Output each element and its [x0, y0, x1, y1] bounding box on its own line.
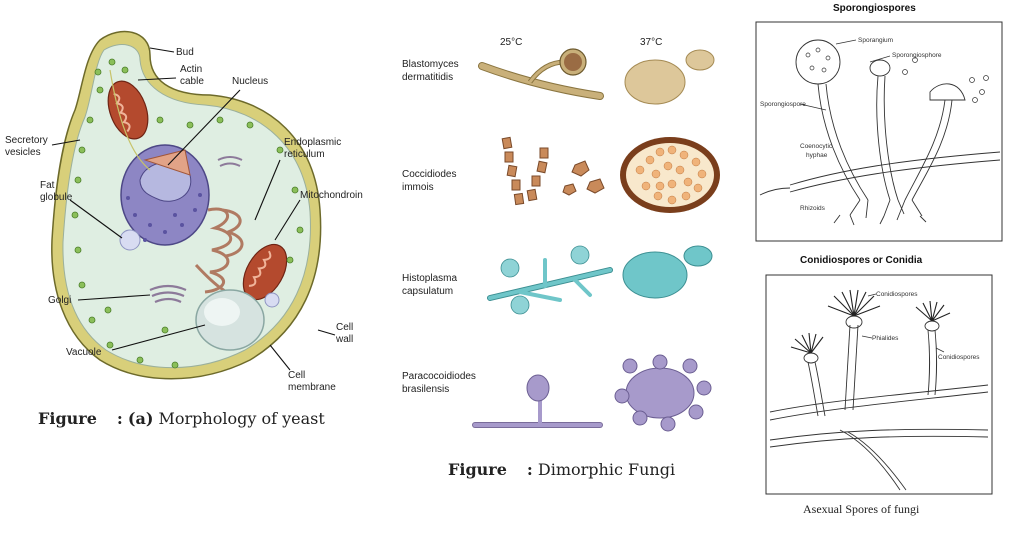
conidio-leader-lines [861, 293, 945, 353]
dimorphic-caption: Figure: Dimorphic Fungi [448, 460, 675, 479]
label-membrane-2: membrane [288, 382, 336, 393]
conidio-drawing [769, 315, 989, 491]
species-1-line-2: dermatitidis [402, 72, 453, 83]
dimorphic-caption-sep: : [526, 460, 533, 479]
yeast-caption: Figure: (a) Morphology of yeast [38, 409, 325, 428]
golgi-apparatus-2 [217, 156, 243, 167]
sporangio-spores [805, 47, 989, 103]
paracoccidioides-yeast [614, 354, 712, 432]
sporangio-drawing [759, 39, 1001, 226]
yeast-caption-text: Morphology of yeast [158, 409, 325, 428]
conidio-frame [765, 274, 993, 495]
coccidioides-mould [501, 136, 605, 206]
yeast-leader-lines [51, 47, 336, 371]
label-golgi: Golgi [48, 295, 71, 306]
coccidioides-spherule [620, 137, 720, 213]
paracoccidioides-mould [472, 374, 603, 428]
actin-cable [109, 69, 151, 171]
species-3-line-1: Histoplasma [402, 273, 457, 284]
nucleus-cutaway [143, 149, 191, 176]
yeast-diagram: Bud Actin cable Nucleus Secretory vesicl… [5, 30, 363, 393]
label-fat-1: Fat [40, 180, 55, 191]
label-conidio-top: Conidiospores [876, 291, 918, 298]
conidia-chains [790, 289, 951, 354]
golgi-apparatus [149, 284, 187, 304]
species-1-line-1: Blastomyces [402, 59, 459, 70]
label-sporangiophore-b: Sporongiospore [760, 101, 806, 108]
histoplasma-mould [487, 245, 613, 315]
label-rhizoids: Rhizoids [800, 205, 826, 212]
species-4-line-1: Paracocoidiodes [402, 371, 476, 382]
dimorphic-caption-prefix: Figure [448, 460, 507, 479]
sporangio-title: Sporongiospores [833, 3, 916, 14]
blastomyces-yeast [624, 49, 715, 105]
label-bud: Bud [176, 47, 194, 58]
label-hyphae-2: hyphae [806, 152, 828, 159]
temp-37: 37°C [640, 37, 662, 48]
yeast-caption-prefix: Figure [38, 409, 97, 428]
label-sporangiophore-a: Sporongiosphore [892, 52, 942, 59]
sporangio-leader-lines [799, 39, 891, 111]
species-2-line-1: Coccidiodes [402, 169, 456, 180]
mitochondrion-top [107, 80, 149, 140]
conidio-title: Conidiospores or Conidia [800, 255, 923, 266]
label-mito: Mitochondroin [300, 190, 363, 201]
label-membrane-1: Cell [288, 370, 305, 381]
yeast-caption-sep: : [116, 409, 123, 428]
label-wall-2: wall [335, 334, 353, 345]
conidiospores-panel: Conidiospores or Conidia [765, 255, 993, 495]
histoplasma-yeast [622, 245, 713, 299]
label-sporangium: Sporangium [858, 37, 893, 44]
dimorphic-caption-text: Dimorphic Fungi [537, 460, 676, 479]
label-conidio-right: Conidiospores [938, 354, 980, 361]
fat-globule [119, 229, 141, 251]
temp-25: 25°C [500, 37, 522, 48]
species-2-line-2: immois [402, 182, 434, 193]
yeast-caption-part: (a) [127, 409, 154, 428]
label-nucleus: Nucleus [232, 76, 268, 87]
label-er-2: reticulum [284, 149, 325, 160]
species-3-line-2: capsulatum [402, 286, 453, 297]
label-phialides: Phialides [872, 335, 899, 342]
label-actin-1: Actin [180, 64, 202, 75]
label-fat-2: globule [40, 192, 73, 203]
label-wall-1: Cell [336, 322, 353, 333]
secretory-vesicles [71, 58, 304, 369]
dimorphic-diagram: 25°C 37°C Blastomyces dermatitidis Cocci… [402, 37, 720, 432]
label-actin-2: cable [180, 76, 204, 87]
species-4-line-2: brasilensis [402, 384, 449, 395]
label-secretory-2: vesicles [5, 147, 41, 158]
sporangio-frame [755, 21, 1003, 242]
label-er-1: Endoplasmic [284, 137, 341, 148]
blastomyces-mould [478, 48, 604, 100]
nuclear-pores [126, 193, 202, 242]
label-vacuole: Vacuole [66, 347, 102, 358]
label-hyphae-1: Coenocytic [800, 143, 833, 150]
label-secretory-1: Secretory [5, 135, 48, 146]
sporangiospores-panel: Sporongiospores [755, 3, 1003, 242]
spores-caption: Asexual Spores of fungi [803, 502, 920, 516]
